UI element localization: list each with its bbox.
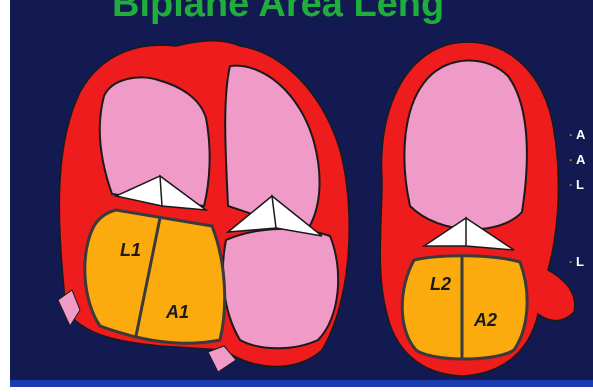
slide-bottom-bar xyxy=(10,380,593,387)
label-l2: L2 xyxy=(430,274,451,294)
bullet-text-3: L xyxy=(576,177,584,192)
left-atrium-chamber-2ch xyxy=(404,60,526,229)
four-chamber-view: L1 A1 xyxy=(58,41,349,372)
right-ventricle-chamber xyxy=(223,229,338,348)
bullet-text-2: A xyxy=(576,152,586,167)
label-a2: A2 xyxy=(473,310,497,330)
bullet-marker-2: · xyxy=(569,153,573,167)
bullet-text-1: A xyxy=(576,127,586,142)
slide-title: Biplane Area Leng xyxy=(112,0,444,25)
bullet-marker-3: · xyxy=(569,178,573,192)
left-ventricle-a1 xyxy=(85,210,225,343)
label-a1: A1 xyxy=(165,302,189,322)
label-l1: L1 xyxy=(120,240,141,260)
bullet-text-4: L xyxy=(576,254,584,269)
bullet-marker-4: · xyxy=(569,255,573,269)
bullet-marker-1: · xyxy=(569,128,573,142)
left-ventricle-a2 xyxy=(402,256,527,359)
